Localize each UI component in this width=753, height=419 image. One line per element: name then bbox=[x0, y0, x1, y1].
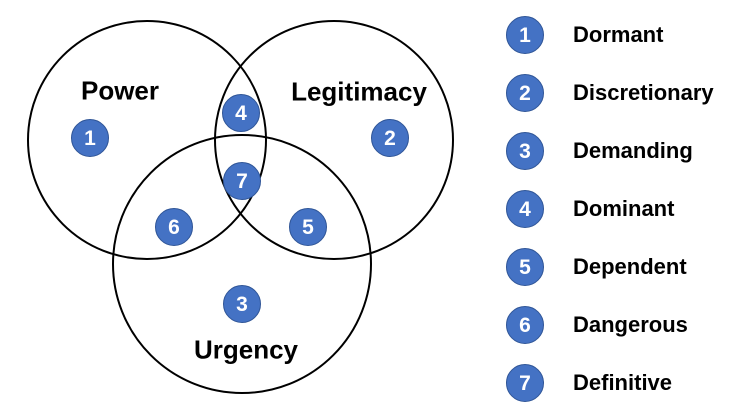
legend-item: 1 Dormant bbox=[506, 16, 714, 54]
legitimacy-label: Legitimacy bbox=[291, 76, 427, 107]
legend-label-dormant: Dormant bbox=[573, 22, 664, 47]
legend-badge-2: 2 bbox=[506, 74, 544, 112]
region-badge-3: 3 bbox=[223, 285, 261, 323]
legend-label-dangerous: Dangerous bbox=[573, 312, 688, 337]
legend-badge-6: 6 bbox=[506, 306, 544, 344]
region-badge-7: 7 bbox=[223, 162, 261, 200]
legend-item: 7 Definitive bbox=[506, 364, 714, 402]
legend-badge-7: 7 bbox=[506, 364, 544, 402]
legend-item: 2 Discretionary bbox=[506, 74, 714, 112]
urgency-label: Urgency bbox=[193, 334, 299, 365]
region-badge-5: 5 bbox=[289, 208, 327, 246]
power-label: Power bbox=[80, 75, 160, 106]
legend: 1 Dormant 2 Discretionary 3 Demanding 4 … bbox=[506, 16, 714, 402]
legend-label-dominant: Dominant bbox=[573, 196, 675, 221]
legend-item: 6 Dangerous bbox=[506, 306, 714, 344]
legend-badge-5: 5 bbox=[506, 248, 544, 286]
venn-diagram: Power Legitimacy Urgency 1 2 3 4 5 6 7 bbox=[27, 20, 454, 394]
region-badge-1: 1 bbox=[71, 119, 109, 157]
legend-label-definitive: Definitive bbox=[573, 370, 673, 395]
legend-item: 4 Dominant bbox=[506, 190, 714, 228]
legend-badge-3: 3 bbox=[506, 132, 544, 170]
legend-label-dependent: Dependent bbox=[573, 254, 687, 279]
legend-item: 3 Demanding bbox=[506, 132, 714, 170]
legend-badge-4: 4 bbox=[506, 190, 544, 228]
urgency-circle bbox=[112, 134, 372, 394]
region-badge-6: 6 bbox=[155, 208, 193, 246]
region-badge-2: 2 bbox=[371, 119, 409, 157]
legend-label-discretionary: Discretionary bbox=[573, 80, 714, 105]
legend-badge-1: 1 bbox=[506, 16, 544, 54]
legend-item: 5 Dependent bbox=[506, 248, 714, 286]
legend-label-demanding: Demanding bbox=[573, 138, 693, 163]
region-badge-4: 4 bbox=[222, 94, 260, 132]
